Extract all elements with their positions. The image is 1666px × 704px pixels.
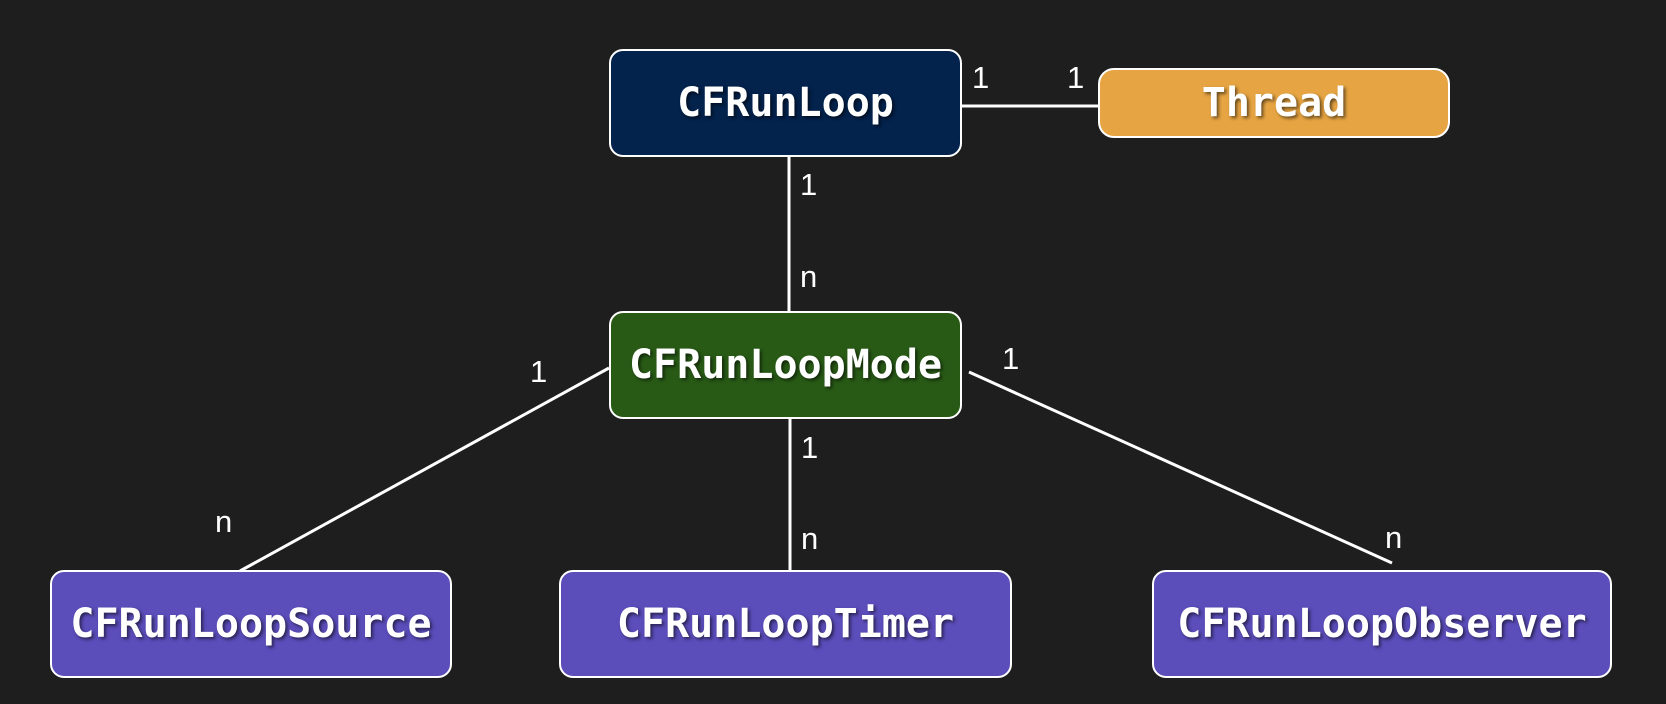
mult-mode-source-to: n [215,504,233,539]
node-thread: Thread [1098,68,1450,138]
node-cfrunloopobserver: CFRunLoopObserver [1152,570,1612,678]
edge-mode-source [239,366,610,573]
edge-mode-observer [968,370,1393,565]
mult-runloop-mode-from: 1 [800,167,818,202]
mult-mode-timer-to: n [801,521,819,556]
mult-runloop-thread-from: 1 [972,60,990,95]
mult-mode-timer-from: 1 [801,430,819,465]
mult-runloop-mode-to: n [800,259,818,294]
mult-runloop-thread-to: 1 [1067,60,1085,95]
node-cfrunlooptimer: CFRunLoopTimer [559,570,1012,678]
node-cfrunloopsource: CFRunLoopSource [50,570,452,678]
mult-mode-observer-from: 1 [1002,341,1020,376]
node-cfrunloopmode: CFRunLoopMode [609,311,962,419]
node-cfrunloop: CFRunLoop [609,49,962,157]
mult-mode-observer-to: n [1385,520,1403,555]
mult-mode-source-from: 1 [530,354,548,389]
